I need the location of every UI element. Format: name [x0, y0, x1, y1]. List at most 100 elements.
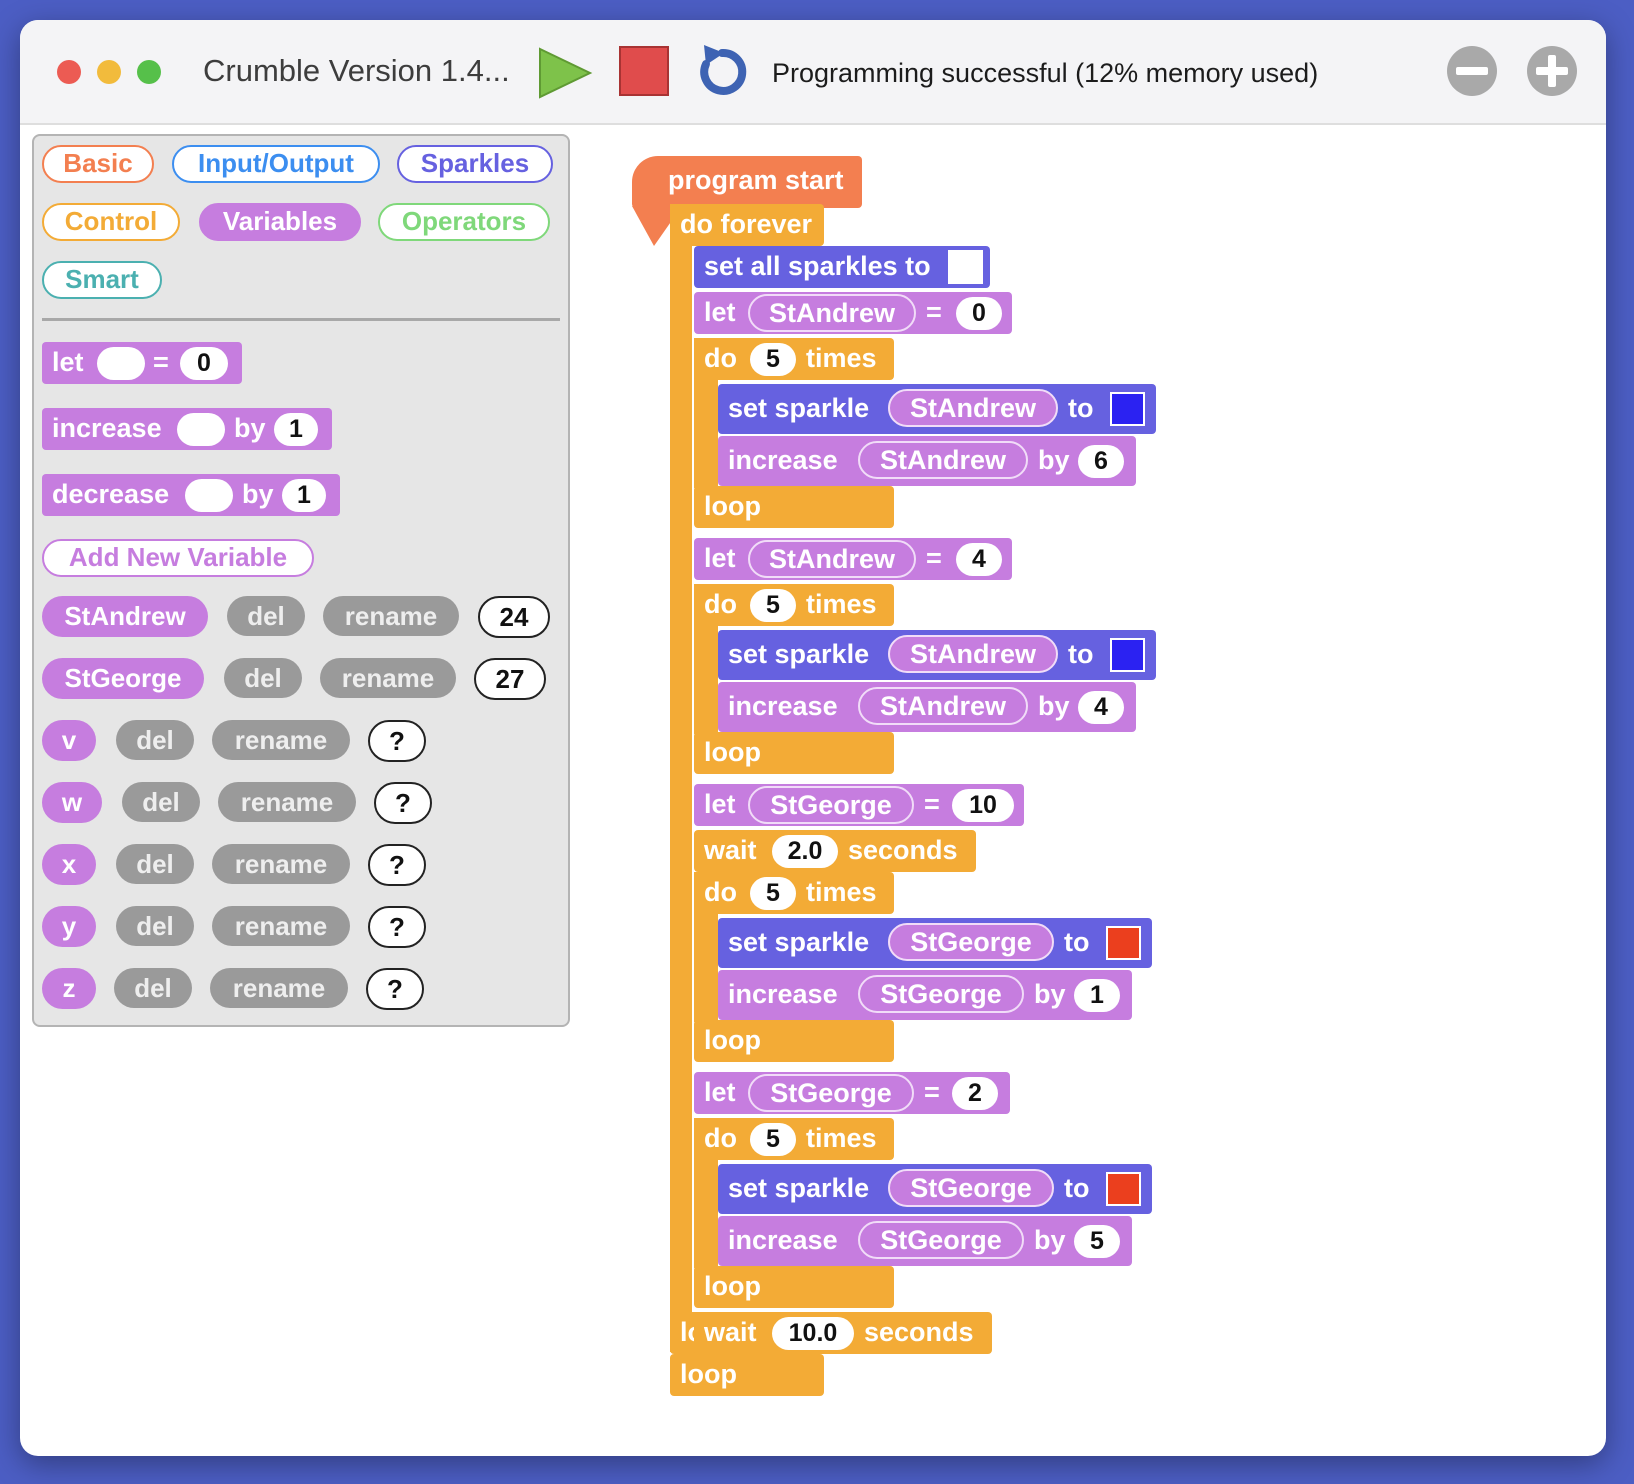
times-value-slot[interactable]: 5: [750, 877, 796, 910]
let-block[interactable]: let StGeorge = 2: [694, 1072, 1010, 1114]
let-block[interactable]: let StAndrew = 4: [694, 538, 1012, 580]
palette-increase-block[interactable]: increase by 1: [42, 408, 332, 450]
variable-w[interactable]: w: [42, 782, 102, 823]
rename-button[interactable]: rename: [218, 782, 356, 822]
wait-block[interactable]: wait 2.0 seconds: [694, 830, 976, 872]
do-times-block[interactable]: do 5 times: [694, 584, 894, 626]
let-variable-slot[interactable]: [97, 347, 145, 380]
variable-standrew[interactable]: StAndrew: [42, 596, 208, 637]
wait-value-slot[interactable]: 2.0: [772, 835, 838, 868]
variable-y[interactable]: y: [42, 906, 96, 947]
increase-value-slot[interactable]: 1: [274, 413, 318, 446]
rename-button[interactable]: rename: [212, 906, 350, 946]
tab-basic[interactable]: Basic: [42, 145, 154, 183]
zoom-in-icon[interactable]: [1525, 44, 1579, 98]
tab-smart[interactable]: Smart: [42, 261, 162, 299]
variable-pill[interactable]: StAndrew: [888, 389, 1058, 427]
close-window-button[interactable]: [57, 60, 81, 84]
tab-operators[interactable]: Operators: [378, 203, 550, 241]
set-sparkle-block[interactable]: set sparkle StGeorge to: [718, 1164, 1152, 1214]
value-slot[interactable]: 4: [956, 543, 1002, 576]
colour-swatch-white[interactable]: [948, 250, 983, 284]
variable-z[interactable]: z: [42, 968, 96, 1009]
set-sparkle-block[interactable]: set sparkle StAndrew to: [718, 384, 1156, 434]
do-times-block[interactable]: do 5 times: [694, 1118, 894, 1160]
wait-block[interactable]: wait 10.0 seconds: [694, 1312, 992, 1354]
variable-pill[interactable]: StGeorge: [748, 1074, 914, 1112]
zoom-out-icon[interactable]: [1445, 44, 1499, 98]
value-slot[interactable]: 10: [952, 789, 1014, 822]
set-all-sparkles-block[interactable]: set all sparkles to: [694, 246, 990, 288]
value-slot[interactable]: 0: [956, 297, 1002, 330]
del-button[interactable]: del: [116, 906, 194, 946]
variable-pill[interactable]: StGeorge: [888, 923, 1054, 961]
times-value-slot[interactable]: 5: [750, 589, 796, 622]
rename-button[interactable]: rename: [212, 844, 350, 884]
let-value-slot[interactable]: 0: [180, 347, 228, 380]
tab-sparkles[interactable]: Sparkles: [397, 145, 553, 183]
program-start-block[interactable]: program start: [632, 156, 862, 208]
del-button[interactable]: del: [116, 844, 194, 884]
palette-decrease-block[interactable]: decrease by 1: [42, 474, 340, 516]
del-button[interactable]: del: [116, 720, 194, 760]
variable-pill[interactable]: StAndrew: [888, 635, 1058, 673]
decrease-variable-slot[interactable]: [185, 479, 233, 512]
increase-variable-slot[interactable]: [177, 413, 225, 446]
by-label: by: [1034, 1225, 1066, 1255]
variable-pill[interactable]: StAndrew: [858, 687, 1028, 725]
increase-block[interactable]: increase StAndrew by 6: [718, 436, 1136, 486]
increase-value-slot[interactable]: 6: [1078, 445, 1124, 478]
let-block[interactable]: let StGeorge = 10: [694, 784, 1024, 826]
variable-pill[interactable]: StAndrew: [748, 294, 916, 332]
variable-pill[interactable]: StGeorge: [858, 1221, 1024, 1259]
rename-button[interactable]: rename: [210, 968, 348, 1008]
colour-swatch-blue[interactable]: [1110, 392, 1145, 426]
increase-block[interactable]: increase StGeorge by 5: [718, 1216, 1132, 1266]
del-button[interactable]: del: [224, 658, 302, 698]
times-value-slot[interactable]: 5: [750, 343, 796, 376]
value-slot[interactable]: 2: [952, 1077, 998, 1110]
play-icon[interactable]: [537, 46, 593, 100]
tab-control[interactable]: Control: [42, 203, 180, 241]
increase-value-slot[interactable]: 4: [1078, 691, 1124, 724]
wait-value-slot[interactable]: 10.0: [772, 1317, 854, 1350]
stop-icon[interactable]: [619, 46, 669, 96]
increase-value-slot[interactable]: 5: [1074, 1225, 1120, 1258]
rename-button[interactable]: rename: [323, 596, 459, 636]
colour-swatch-blue[interactable]: [1110, 638, 1145, 672]
tab-input-output[interactable]: Input/Output: [172, 145, 380, 183]
add-new-variable-button[interactable]: Add New Variable: [42, 539, 314, 577]
colour-swatch-red[interactable]: [1106, 926, 1141, 960]
variable-pill[interactable]: StAndrew: [748, 540, 916, 578]
increase-value-slot[interactable]: 1: [1074, 979, 1120, 1012]
minimize-window-button[interactable]: [97, 60, 121, 84]
palette-let-block[interactable]: let = 0: [42, 342, 242, 384]
zoom-window-button[interactable]: [137, 60, 161, 84]
do-times-block[interactable]: do 5 times: [694, 872, 894, 914]
del-button[interactable]: del: [114, 968, 192, 1008]
del-button[interactable]: del: [227, 596, 305, 636]
variable-pill[interactable]: StGeorge: [888, 1169, 1054, 1207]
increase-block[interactable]: increase StAndrew by 4: [718, 682, 1136, 732]
colour-swatch-red[interactable]: [1106, 1172, 1141, 1206]
set-sparkle-block[interactable]: set sparkle StGeorge to: [718, 918, 1152, 968]
reload-icon[interactable]: [694, 42, 750, 100]
do-times-block[interactable]: do 5 times: [694, 338, 894, 380]
variable-x[interactable]: x: [42, 844, 96, 885]
variable-value: ?: [368, 906, 426, 948]
variable-pill[interactable]: StGeorge: [748, 786, 914, 824]
rename-button[interactable]: rename: [212, 720, 350, 760]
times-value-slot[interactable]: 5: [750, 1123, 796, 1156]
del-button[interactable]: del: [122, 782, 200, 822]
let-block[interactable]: let StAndrew = 0: [694, 292, 1012, 334]
tab-variables[interactable]: Variables: [199, 203, 361, 241]
variable-pill[interactable]: StGeorge: [858, 975, 1024, 1013]
variable-pill[interactable]: StAndrew: [858, 441, 1028, 479]
increase-block[interactable]: increase StGeorge by 1: [718, 970, 1132, 1020]
rename-button[interactable]: rename: [320, 658, 456, 698]
variable-v[interactable]: v: [42, 720, 96, 761]
set-sparkle-block[interactable]: set sparkle StAndrew to: [718, 630, 1156, 680]
decrease-value-slot[interactable]: 1: [282, 479, 326, 512]
variable-stgeorge[interactable]: StGeorge: [42, 658, 204, 699]
do-forever-block[interactable]: do forever: [670, 204, 824, 246]
